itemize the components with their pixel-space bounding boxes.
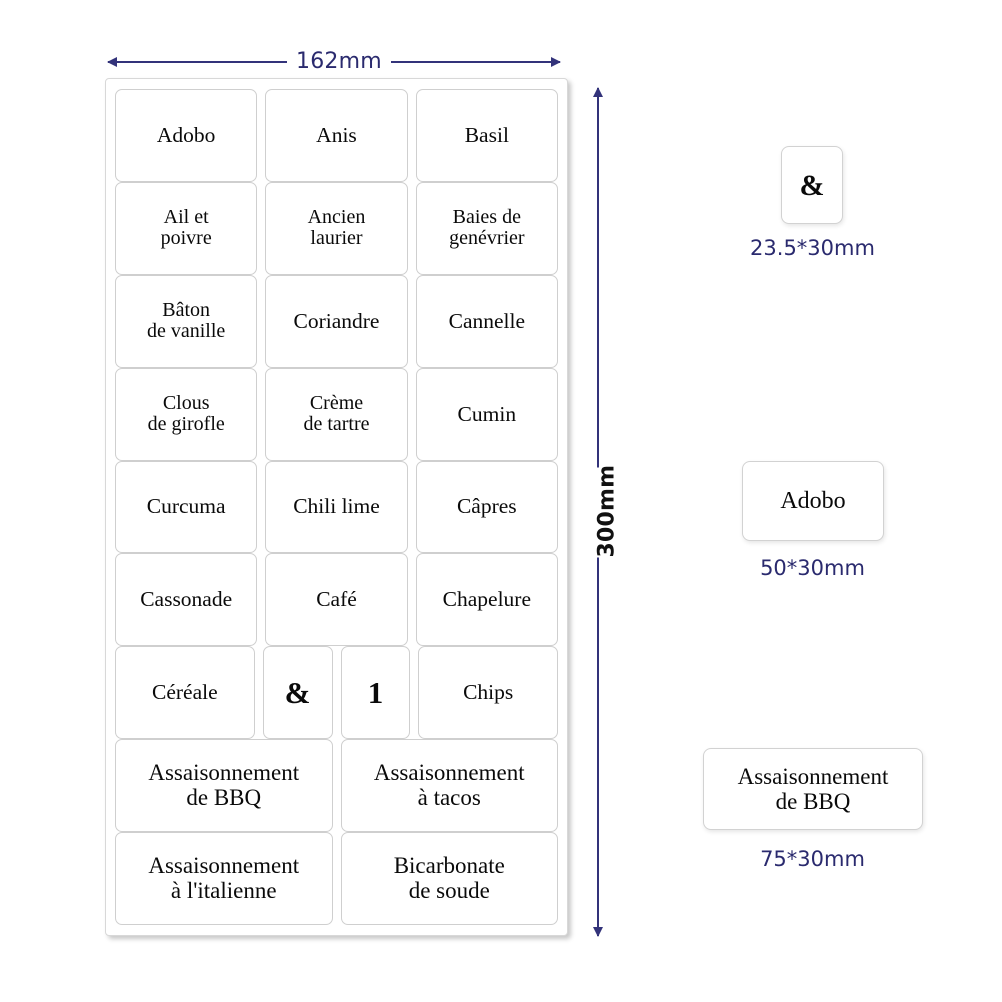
label-text: Chapelure xyxy=(442,587,531,612)
sample-label-23mm: & xyxy=(781,146,843,224)
sticker-label[interactable]: Adobo xyxy=(115,89,258,182)
label-text: Basil xyxy=(464,122,509,147)
label-text: Anis xyxy=(316,122,357,147)
label-text: 1 xyxy=(367,675,384,711)
label-text: Céréale xyxy=(151,680,218,705)
label-text: Cassonade xyxy=(140,587,233,612)
label-text: & xyxy=(284,675,311,711)
label-row: Cassonade Café Chapelure xyxy=(115,553,558,647)
label-text: Café xyxy=(316,587,357,612)
label-text: Câpres xyxy=(456,494,517,519)
label-text: Coriandre xyxy=(293,308,380,333)
label-row: Céréale & 1 Chips xyxy=(115,646,558,740)
sticker-label[interactable]: Céréale xyxy=(115,646,255,740)
sticker-label[interactable]: Coriandre xyxy=(265,274,408,368)
sticker-label[interactable]: Chili lime xyxy=(265,460,408,554)
sticker-label[interactable]: Cassonade xyxy=(115,553,258,647)
sticker-label[interactable]: & xyxy=(262,646,333,740)
sample-caption-50mm: 50*30mm xyxy=(760,556,865,580)
height-dimension-label: 300mm xyxy=(594,464,620,558)
sample-label-50mm: Adobo xyxy=(742,461,884,541)
sticker-label[interactable]: Câpres xyxy=(415,460,558,554)
width-dimension-label: 162mm xyxy=(287,49,391,74)
sample-caption-23mm: 23.5*30mm xyxy=(750,236,875,260)
label-text: Curcuma xyxy=(146,494,226,519)
label-row: Adobo Anis Basil xyxy=(115,89,558,182)
sticker-label[interactable]: Cumin xyxy=(415,367,558,461)
sticker-label[interactable]: Basil xyxy=(415,89,558,182)
sticker-label[interactable]: 1 xyxy=(340,646,411,740)
sticker-label[interactable]: Chapelure xyxy=(415,553,558,647)
sticker-label[interactable]: Chips xyxy=(418,646,558,740)
label-row: Curcuma Chili lime Câpres xyxy=(115,460,558,554)
sticker-label[interactable]: Cannelle xyxy=(415,274,558,368)
sample-caption-75mm: 75*30mm xyxy=(760,847,865,871)
label-text: Chips xyxy=(463,680,514,705)
label-text: Cannelle xyxy=(448,308,526,333)
label-text: Cumin xyxy=(457,401,517,426)
label-text: Chili lime xyxy=(293,494,380,519)
sticker-label[interactable]: Curcuma xyxy=(115,460,258,554)
label-text: Adobo xyxy=(780,487,846,514)
label-text: Adobo xyxy=(156,122,216,147)
label-text: & xyxy=(799,168,825,202)
sticker-label[interactable]: Anis xyxy=(265,89,408,182)
sticker-label[interactable]: Café xyxy=(265,553,408,647)
